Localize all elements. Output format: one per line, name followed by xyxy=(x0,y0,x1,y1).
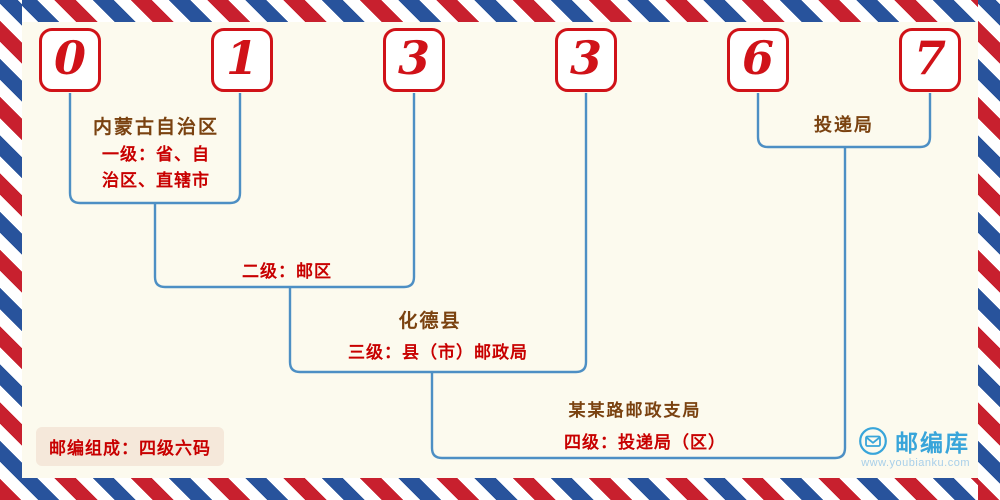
digit-4: 3 xyxy=(569,31,602,85)
digit-box-3: 3 xyxy=(383,28,445,92)
airmail-border-bottom xyxy=(0,478,1000,500)
level4-name-label: 某某路邮政支局 xyxy=(568,401,702,420)
level1-description: 一级：省、自 治区、直辖市 xyxy=(102,145,210,190)
website-link[interactable]: www.youbianku.com xyxy=(861,457,970,469)
digit-6: 7 xyxy=(913,31,946,85)
level2-description: 二级：邮区 xyxy=(242,262,332,281)
airmail-border-top xyxy=(0,0,1000,22)
digit-box-1: 0 xyxy=(39,28,101,92)
digit-box-5: 6 xyxy=(727,28,789,92)
digit-2: 1 xyxy=(225,31,258,85)
composition-badge: 邮编组成：四级六码 xyxy=(36,427,224,466)
digit-box-6: 7 xyxy=(899,28,961,92)
envelope-logo-icon xyxy=(859,427,887,455)
delivery-office-label: 投递局 xyxy=(814,115,874,135)
brand-name: 邮编库 xyxy=(895,430,970,456)
bracket-delivery xyxy=(756,93,932,149)
digit-1: 0 xyxy=(53,31,86,85)
digit-box-4: 3 xyxy=(555,28,617,92)
connector-level3 xyxy=(288,93,588,374)
level3-description: 三级：县（市）邮政局 xyxy=(348,343,528,362)
brand-logo[interactable]: 邮编库 xyxy=(858,424,970,458)
digit-box-2: 1 xyxy=(211,28,273,92)
airmail-border-left xyxy=(0,0,22,500)
digit-5: 6 xyxy=(741,31,774,85)
digit-3: 3 xyxy=(397,31,430,85)
level3-name-label: 化德县 xyxy=(398,311,462,332)
airmail-border-right xyxy=(978,0,1000,500)
level4-description: 四级：投递局（区） xyxy=(564,433,726,452)
level1-region-label: 内蒙古自治区 xyxy=(92,117,219,138)
connector-level2 xyxy=(153,93,416,289)
connector-level4 xyxy=(430,147,847,460)
